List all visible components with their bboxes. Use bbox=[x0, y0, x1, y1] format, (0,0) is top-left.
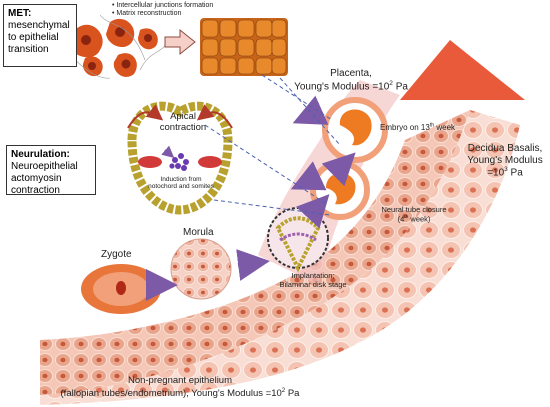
met-bullet-2: • Matrix reconstruction bbox=[112, 10, 182, 18]
epithelium-band bbox=[40, 110, 520, 405]
neural-plate bbox=[127, 101, 233, 215]
neurulation-box: Neurulation: Neuroepithelial actomyosin … bbox=[6, 145, 96, 196]
zygote bbox=[81, 264, 161, 314]
growth-arrow-head bbox=[400, 40, 525, 100]
implantation-label: Implantation; Bilaminar disk stage bbox=[279, 271, 347, 289]
met-line-2: to epithelial bbox=[8, 32, 59, 43]
morula-label: Morula bbox=[183, 227, 214, 238]
progression-arrows bbox=[146, 95, 356, 301]
neurulation-title: Neurulation: bbox=[11, 149, 70, 160]
placenta-embryo bbox=[322, 97, 388, 163]
morula bbox=[170, 238, 232, 300]
met-title: MET: bbox=[8, 8, 32, 19]
decidua-label: Decidua Basalis, Young's Modulus =103 Pa bbox=[467, 143, 543, 179]
met-line-1: mesenchymal bbox=[8, 20, 70, 31]
connector-lines bbox=[204, 74, 341, 216]
met-bullet-1: • Intercellular junctions formation bbox=[112, 2, 214, 9]
implantation-stage bbox=[267, 207, 329, 273]
apical-label: Apical contraction bbox=[159, 111, 207, 133]
zygote-label: Zygote bbox=[101, 249, 132, 260]
neural-tube-embryo bbox=[310, 160, 370, 220]
neurulation-line-1: Neuroepithelial bbox=[11, 161, 78, 172]
met-box: MET: mesenchymal to epithelial transitio… bbox=[3, 4, 77, 67]
epithelium-label: Non-pregnant epithelium (fallopian tubes… bbox=[60, 375, 300, 400]
met-arrow bbox=[164, 28, 196, 56]
induction-label: Induction from notochord and somites bbox=[148, 176, 214, 191]
epithelial-sheet bbox=[200, 18, 288, 76]
neurulation-line-3: contraction bbox=[11, 185, 60, 196]
met-bullets: • Intercellular junctions formation • Ma… bbox=[112, 2, 213, 18]
epithelium-band-lower bbox=[40, 110, 470, 395]
neurulation-line-2: actomyosin bbox=[11, 173, 62, 184]
placenta-label: Placenta, Young's Modulus =102 Pa bbox=[294, 68, 408, 92]
neural-tube-label: Neural tube closure (4th week) bbox=[381, 205, 447, 224]
embryo-label: Embryo on 13th week bbox=[380, 122, 456, 132]
mesenchymal-cells bbox=[61, 14, 171, 79]
met-line-3: transition bbox=[8, 44, 49, 55]
